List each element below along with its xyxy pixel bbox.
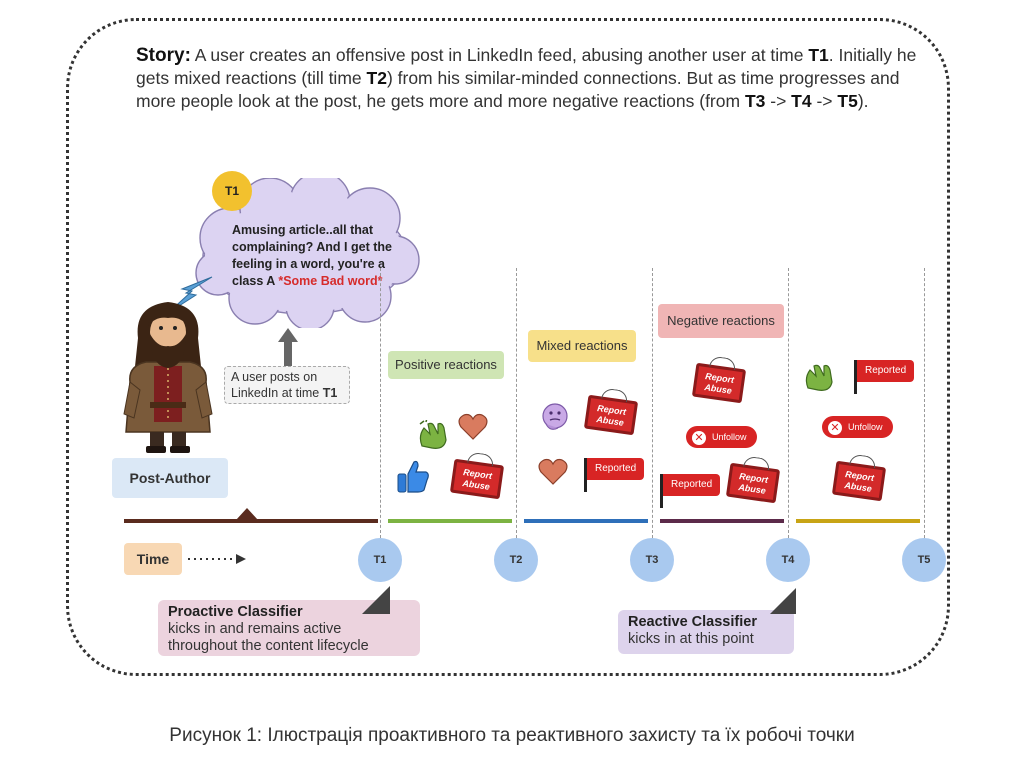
- flag-label: Reported: [663, 474, 721, 496]
- story-part-3: ) from his similar-minded connections. B…: [136, 68, 900, 111]
- flag-label: Reported: [857, 360, 915, 382]
- node-t1: T1: [358, 538, 402, 582]
- divider-t1: [380, 268, 381, 538]
- story-arrow-2: ->: [811, 91, 838, 111]
- story-text: Story: A user creates an offensive post …: [136, 44, 936, 113]
- divider-t2: [516, 268, 517, 538]
- post-author-label: Post-Author: [112, 458, 228, 498]
- story-t2: T2: [366, 68, 387, 88]
- story-part-1: A user creates an offensive post in Link…: [190, 45, 809, 65]
- proactive-line-2: throughout the content lifecycle: [168, 638, 369, 654]
- time-arrow-icon: [188, 554, 246, 564]
- phase-positive: Positive reactions: [388, 351, 504, 379]
- unfollow-label: Unfollow: [848, 422, 883, 432]
- clap-icon: [419, 420, 447, 449]
- flag-pole: [660, 474, 663, 508]
- flag-label: Reported: [587, 458, 645, 480]
- segment-mixed: [524, 519, 648, 523]
- reactive-classifier-box: Reactive Classifier kicks in at this poi…: [618, 610, 794, 654]
- report-abuse-sign-1: Report Abuse: [449, 458, 505, 500]
- proactive-title: Proactive Classifier: [168, 604, 303, 620]
- post-author-character: [123, 302, 213, 453]
- report-abuse-sign-2: Report Abuse: [583, 394, 639, 436]
- segment-positive: [388, 519, 512, 523]
- time-label: Time: [124, 543, 182, 575]
- speech-cloud: [195, 178, 420, 328]
- report-abuse-sign-4: Report Abuse: [725, 462, 781, 504]
- up-arrow-icon: [278, 328, 298, 366]
- proactive-line-1: kicks in and remains active: [168, 621, 342, 637]
- bad-word: *Some Bad word*: [278, 274, 383, 288]
- callout-text: A user posts on LinkedIn at time: [231, 370, 323, 400]
- unfollow-badge-2: ✕ Unfollow: [822, 416, 893, 438]
- divider-t4: [788, 268, 789, 538]
- pointer-corner-icon: [362, 586, 390, 614]
- clap-icon-2: [805, 364, 833, 391]
- close-icon: ✕: [828, 420, 842, 435]
- unfollow-badge-1: ✕ Unfollow: [686, 426, 757, 448]
- phase-negative: Negative reactions: [658, 304, 784, 338]
- callout-time: T1: [322, 386, 338, 400]
- segment-pre: [124, 519, 378, 523]
- divider-t3: [652, 268, 653, 538]
- flag-pole: [584, 458, 587, 492]
- story-part-4: ).: [857, 91, 869, 111]
- node-t3: T3: [630, 538, 674, 582]
- pointer-corner-icon-2: [770, 588, 796, 614]
- story-lead: Story:: [136, 45, 191, 66]
- story-t4: T4: [791, 91, 812, 111]
- t1-badge: T1: [212, 171, 252, 211]
- segment-negative: [660, 519, 784, 523]
- report-abuse-sign-3: Report Abuse: [691, 362, 747, 404]
- bubble-main-text: Amusing article..all that complaining? A…: [232, 223, 392, 288]
- node-t5: T5: [902, 538, 946, 582]
- thumbs-up-icon: [397, 460, 429, 493]
- reactive-title: Reactive Classifier: [628, 614, 757, 630]
- story-t5: T5: [837, 91, 858, 111]
- reactive-line-1: kicks in at this point: [628, 631, 754, 647]
- phase-mixed: Mixed reactions: [528, 330, 636, 362]
- close-icon: ✕: [692, 430, 706, 445]
- story-t3: T3: [744, 91, 766, 111]
- dotted-frame: [66, 18, 950, 676]
- figure-caption: Рисунок 1: Ілюстрація проактивного та ре…: [169, 725, 855, 746]
- node-t2: T2: [494, 538, 538, 582]
- story-part-2: . Initially he gets mixed reactions (til…: [136, 45, 917, 88]
- bubble-text: Amusing article..all that complaining? A…: [232, 222, 402, 290]
- heart-icon-2: [538, 458, 568, 485]
- node-t4: T4: [766, 538, 810, 582]
- post-callout: A user posts on LinkedIn at time T1: [224, 366, 350, 404]
- story-arrow-1: ->: [765, 91, 792, 111]
- story-t1: T1: [808, 45, 829, 65]
- pointer-triangle-icon: [236, 508, 258, 520]
- unfollow-label: Unfollow: [712, 432, 747, 442]
- heart-icon: [458, 413, 488, 440]
- divider-t5: [924, 268, 925, 538]
- flag-pole: [854, 360, 857, 394]
- report-abuse-sign-5: Report Abuse: [831, 460, 887, 502]
- segment-late: [796, 519, 920, 523]
- thinking-face-icon: [542, 403, 568, 430]
